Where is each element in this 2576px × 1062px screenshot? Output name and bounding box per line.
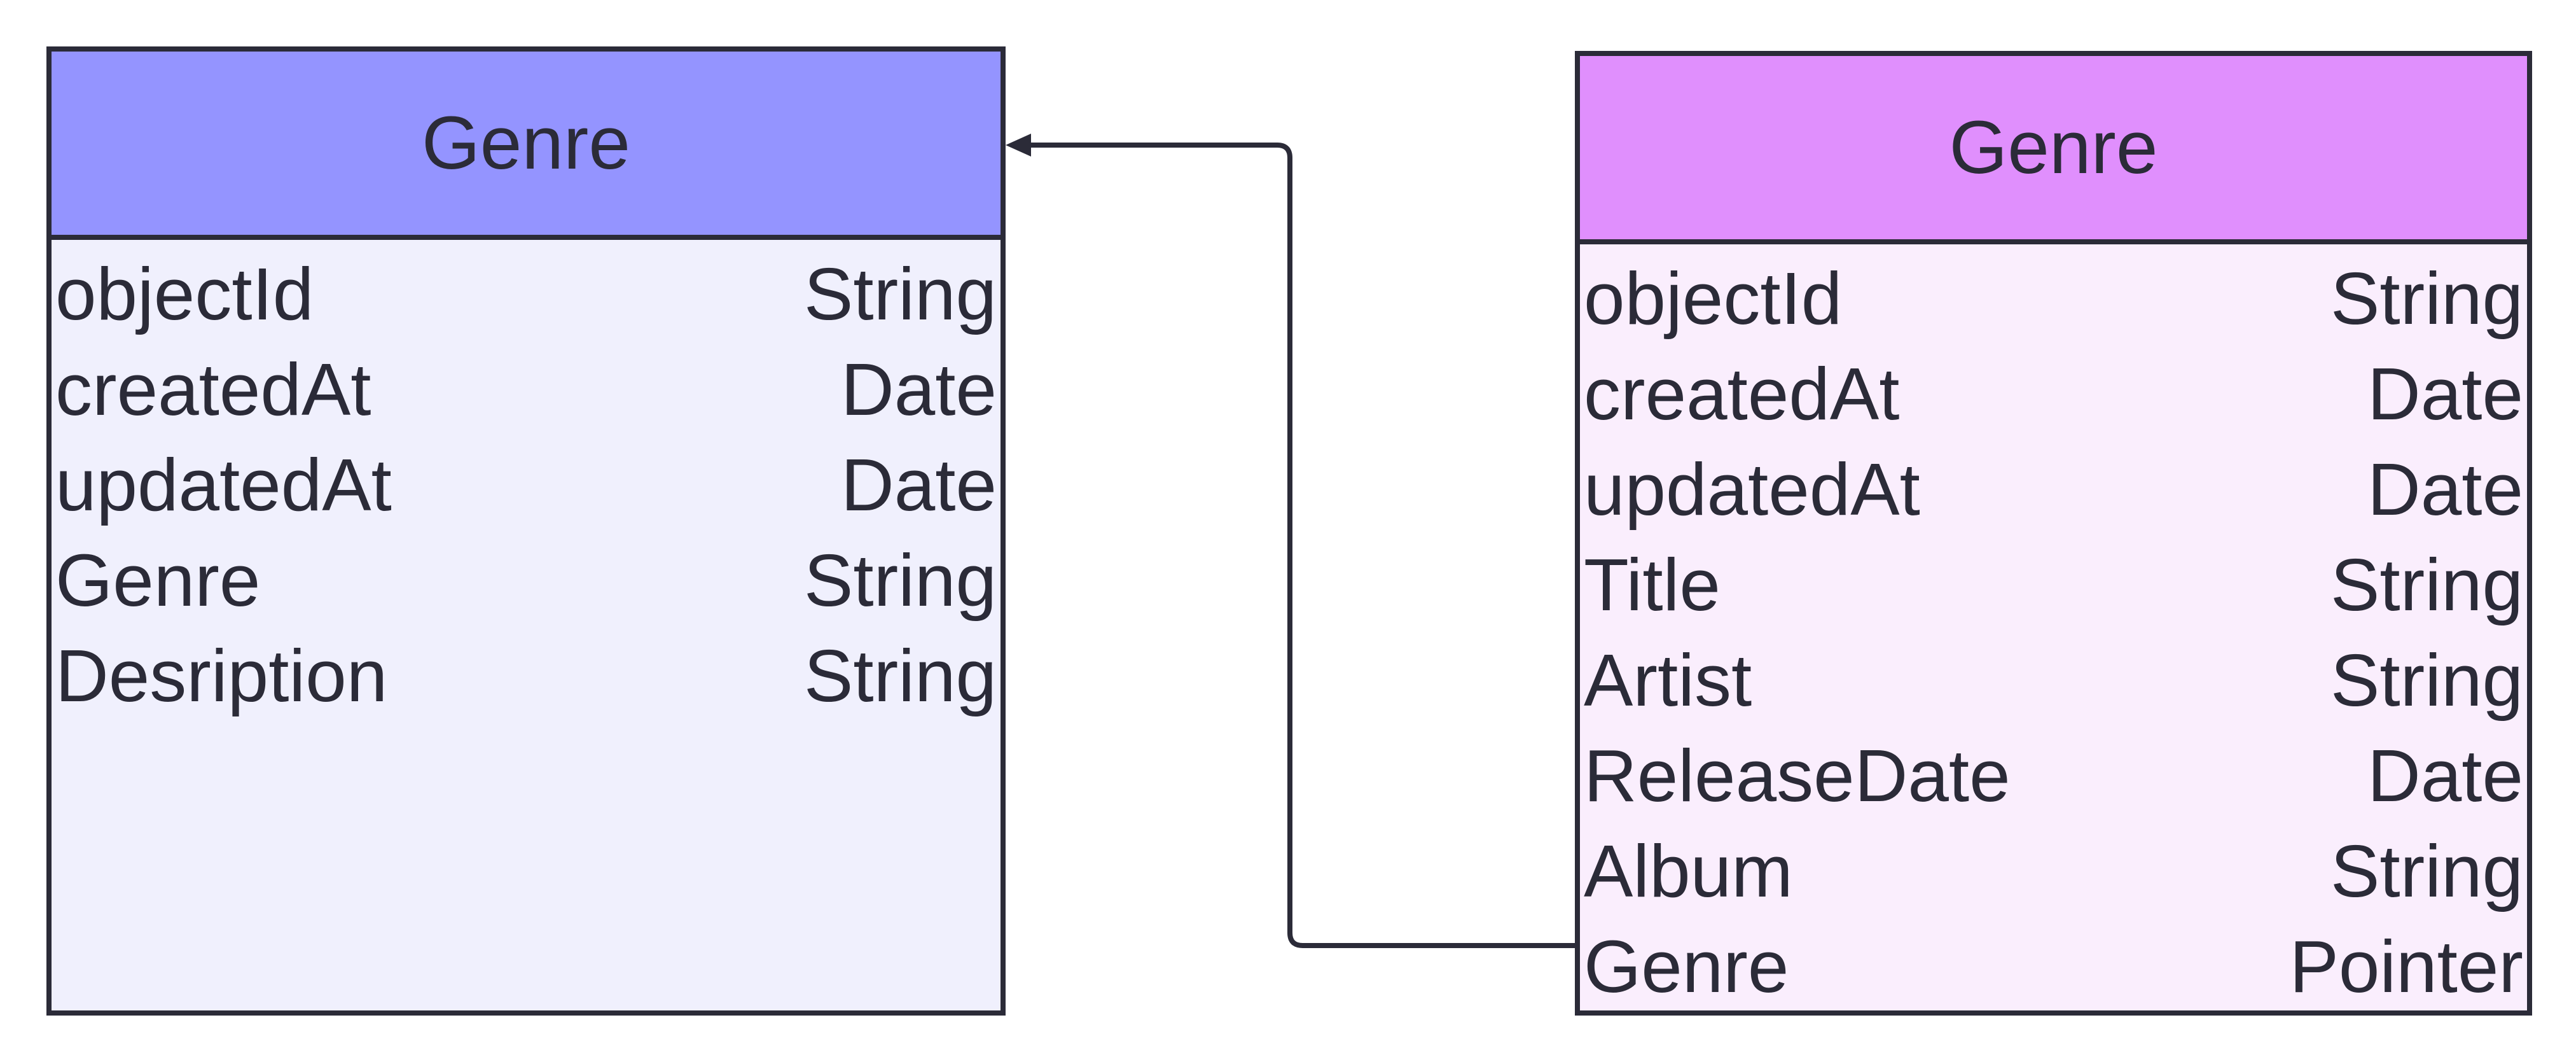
field-type: String	[2330, 543, 2523, 626]
field-name: Genre	[1584, 925, 1789, 1008]
relation-arrowhead	[1006, 134, 1031, 157]
relation-line[interactable]	[1027, 143, 1575, 948]
field-name: updatedAt	[55, 444, 392, 526]
field-name: Genre	[55, 539, 261, 622]
field-name: Title	[1584, 543, 1721, 626]
field-row: Desription String	[52, 628, 1001, 723]
entity-header: Genre	[1580, 56, 2527, 244]
field-type: Date	[840, 348, 997, 431]
field-name: objectId	[55, 253, 314, 335]
field-name: objectId	[1584, 257, 1843, 340]
field-row: Genre String	[52, 533, 1001, 628]
field-type: Date	[2367, 448, 2523, 531]
field-row: Title String	[1580, 537, 2527, 632]
field-row: Genre Pointer	[1580, 919, 2527, 1014]
field-list: objectId String createdAt Date updatedAt…	[1580, 244, 2527, 1014]
field-row: createdAt Date	[1580, 346, 2527, 442]
field-row: ReleaseDate Date	[1580, 728, 2527, 823]
field-type: Date	[2367, 353, 2523, 435]
field-name: createdAt	[55, 348, 371, 431]
field-type: Date	[840, 444, 997, 526]
field-row: updatedAt Date	[1580, 442, 2527, 537]
field-type: String	[2330, 830, 2523, 912]
field-type: String	[2330, 257, 2523, 340]
field-name: updatedAt	[1584, 448, 1920, 531]
field-name: Artist	[1584, 639, 1752, 722]
entity-genre-left[interactable]: Genre objectId String createdAt Date upd…	[46, 46, 1006, 1016]
field-name: Desription	[55, 634, 388, 717]
field-row: updatedAt Date	[52, 437, 1001, 533]
field-type: String	[803, 539, 997, 622]
entity-title: Genre	[1949, 106, 2158, 190]
field-name: Album	[1584, 830, 1793, 912]
entity-genre-right[interactable]: Genre objectId String createdAt Date upd…	[1575, 51, 2532, 1016]
field-type: Pointer	[2289, 925, 2523, 1008]
field-row: objectId String	[52, 246, 1001, 342]
entity-header: Genre	[52, 52, 1001, 240]
field-type: String	[2330, 639, 2523, 722]
field-list: objectId String createdAt Date updatedAt…	[52, 240, 1001, 723]
field-type: String	[803, 634, 997, 717]
field-row: Album String	[1580, 823, 2527, 919]
field-row: createdAt Date	[52, 342, 1001, 437]
field-type: Date	[2367, 734, 2523, 817]
field-row: objectId String	[1580, 251, 2527, 346]
field-type: String	[803, 253, 997, 335]
field-row: Artist String	[1580, 632, 2527, 728]
entity-title: Genre	[422, 101, 630, 185]
field-name: createdAt	[1584, 353, 1900, 435]
field-name: ReleaseDate	[1584, 734, 2011, 817]
